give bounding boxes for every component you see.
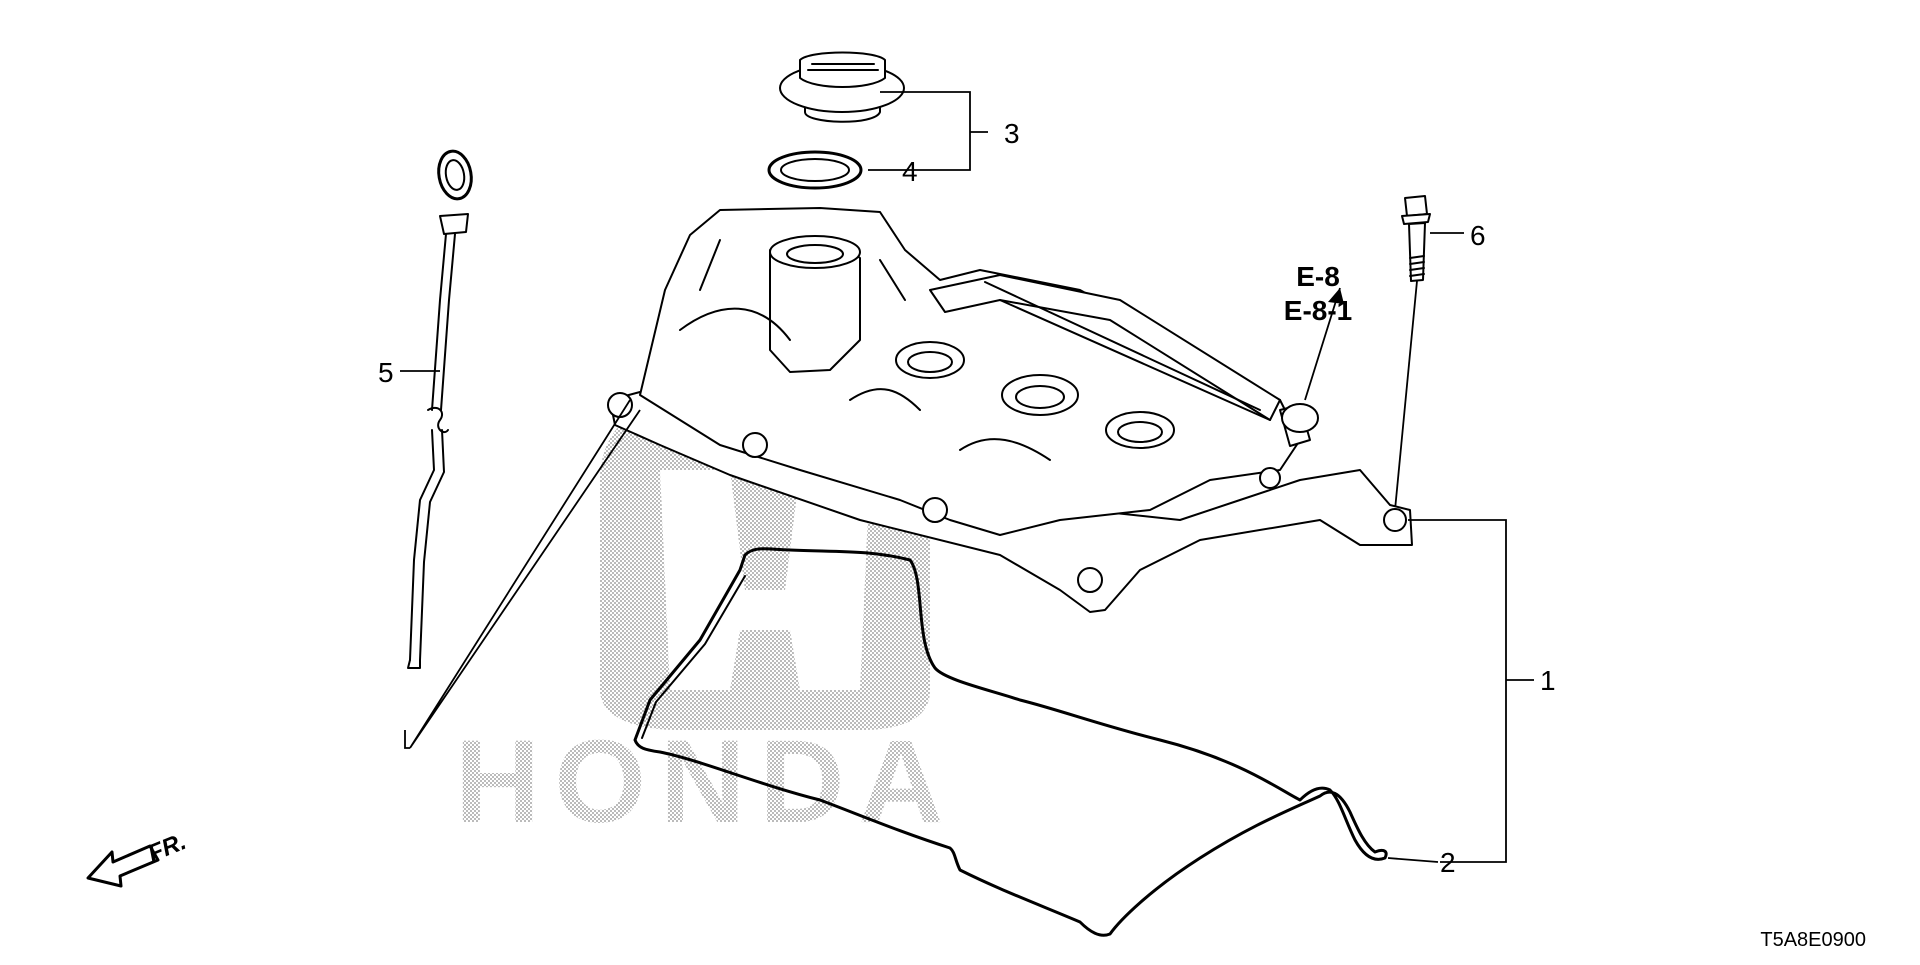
oring-seal-part xyxy=(767,150,863,190)
callout-5: 5 xyxy=(378,357,394,388)
cylinder-head-cover-part xyxy=(607,207,1413,613)
watermark-brand: HONDA xyxy=(455,716,958,848)
reference-e8[interactable]: E-8 xyxy=(1296,261,1340,292)
leader-lines xyxy=(400,91,1534,863)
diagram-code: T5A8E0900 xyxy=(1760,929,1866,951)
callout-4: 4 xyxy=(902,156,918,187)
head-cover-gasket-part xyxy=(633,547,1388,937)
bolt-part xyxy=(1394,195,1431,511)
front-direction-indicator: FR. xyxy=(86,828,190,888)
callout-2: 2 xyxy=(1440,847,1456,878)
callout-3: 3 xyxy=(1004,118,1020,149)
front-label: FR. xyxy=(144,828,190,868)
callout-1: 1 xyxy=(1540,665,1556,696)
callout-6: 6 xyxy=(1470,220,1486,251)
arrow-icon xyxy=(86,844,160,888)
dipstick-part xyxy=(407,149,473,669)
oil-filler-cap-part xyxy=(779,51,905,123)
reference-e8-1[interactable]: E-8-1 xyxy=(1284,295,1352,326)
